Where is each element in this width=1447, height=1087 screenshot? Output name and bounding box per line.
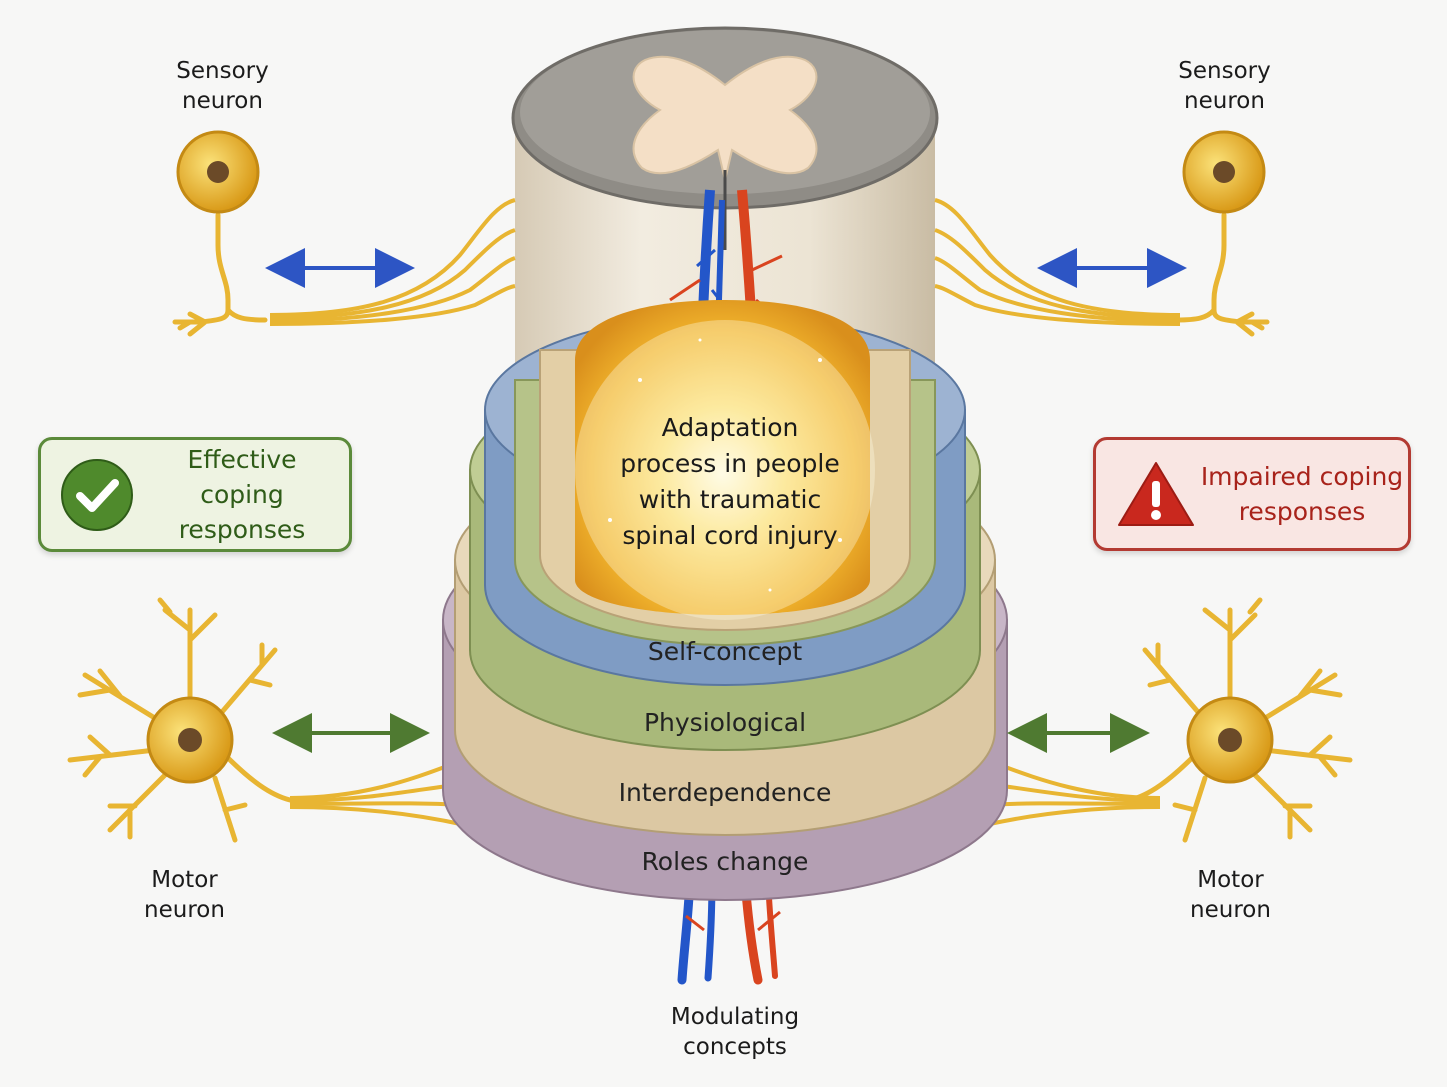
impaired-coping-callout: Impaired coping responses — [1093, 437, 1411, 551]
effective-coping-callout: Effective coping responses — [38, 437, 352, 552]
center-title: Adaptation process in people with trauma… — [590, 410, 870, 554]
warning-icon — [1118, 462, 1194, 526]
sensory-neuron-left — [172, 130, 268, 337]
label-line: Impaired coping — [1200, 462, 1404, 491]
motor-neuron-right — [1127, 597, 1353, 843]
effective-coping-text: Effective coping responses — [135, 442, 349, 547]
impaired-coping-text: Impaired coping responses — [1196, 459, 1408, 529]
label-line: concepts — [683, 1034, 787, 1060]
center-title-line: spinal cord injury — [622, 521, 838, 550]
label-line: responses — [1238, 497, 1366, 526]
label-line: neuron — [182, 88, 263, 114]
grey-matter — [632, 55, 818, 181]
spinal-cord — [511, 26, 939, 470]
motor-neuron-right-label: Motor neuron — [1158, 865, 1303, 925]
nerve-roots — [269, 198, 1181, 827]
ring-label-physiological: Physiological — [643, 708, 807, 737]
label-line: neuron — [1190, 897, 1271, 923]
center-title-line: process in people — [620, 449, 840, 478]
label-line: Motor — [1197, 867, 1264, 893]
motor-neuron-left-label: Motor neuron — [112, 865, 257, 925]
label-line: neuron — [1184, 88, 1265, 114]
motor-neuron-left — [67, 597, 293, 843]
label-line: coping responses — [178, 480, 306, 544]
label-line: Modulating — [670, 1004, 800, 1030]
ring-label-roles-change: Roles change — [641, 847, 809, 876]
sensory-neuron-right — [1174, 130, 1270, 337]
center-title-line: with traumatic — [638, 485, 822, 514]
label-line: Effective — [187, 445, 297, 474]
modulating-concepts-label: Modulating concepts — [640, 1002, 830, 1062]
label-line: Sensory — [176, 58, 269, 84]
label-line: Motor — [151, 867, 218, 893]
glowing-core — [575, 300, 875, 620]
check-circle-icon — [61, 458, 133, 531]
sensory-neuron-left-label: Sensory neuron — [150, 56, 295, 116]
label-line: Sensory — [1178, 58, 1271, 84]
sensory-neuron-right-label: Sensory neuron — [1152, 56, 1297, 116]
ring-label-self-concept: Self-concept — [647, 637, 803, 666]
ring-label-interdependence: Interdependence — [618, 778, 832, 807]
center-title-line: Adaptation — [661, 413, 799, 442]
label-line: neuron — [144, 897, 225, 923]
